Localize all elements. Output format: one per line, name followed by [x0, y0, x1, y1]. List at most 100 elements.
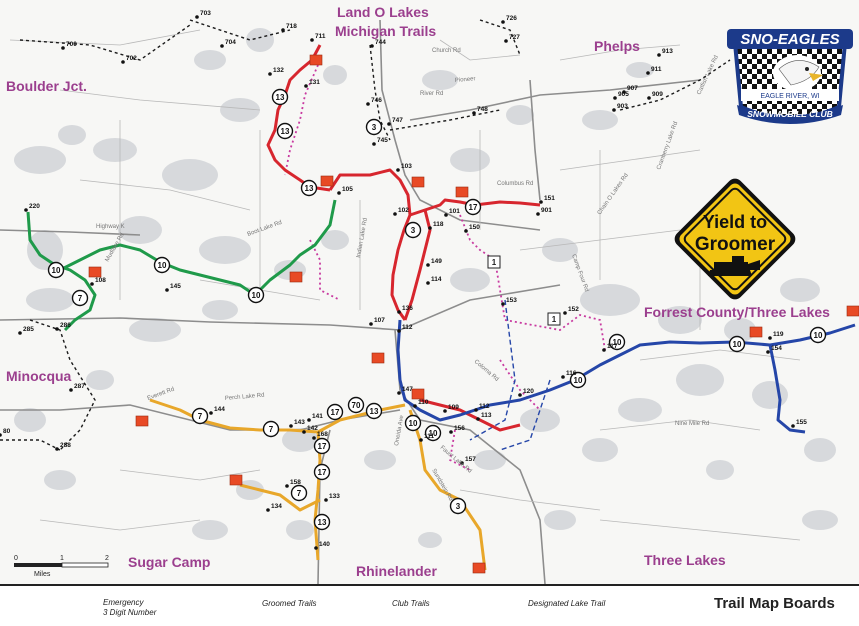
svg-text:726: 726: [506, 15, 517, 22]
svg-text:80: 80: [3, 428, 11, 435]
svg-text:112: 112: [402, 324, 413, 331]
svg-text:744: 744: [375, 39, 386, 46]
svg-text:101: 101: [449, 208, 460, 215]
groomer-icon: [708, 256, 760, 276]
trail-number-7: 7: [191, 407, 209, 425]
svg-text:7: 7: [297, 489, 302, 498]
svg-text:703: 703: [200, 10, 211, 17]
junction-112: 112: [474, 403, 490, 412]
svg-text:140: 140: [319, 541, 330, 548]
svg-text:120: 120: [523, 388, 534, 395]
svg-text:10: 10: [252, 291, 261, 300]
junction-153: 153: [501, 297, 517, 306]
svg-text:220: 220: [29, 203, 40, 210]
junction-80: 80: [0, 428, 11, 437]
junction-133: 133: [324, 493, 340, 502]
svg-text:13: 13: [276, 93, 285, 102]
svg-text:136: 136: [402, 305, 413, 312]
junction-149: 149: [426, 258, 442, 267]
svg-text:287: 287: [74, 383, 85, 390]
svg-text:17: 17: [331, 408, 340, 417]
road-label: Columbus Rd: [497, 181, 533, 187]
svg-text:10: 10: [409, 419, 418, 428]
svg-text:105: 105: [342, 186, 353, 193]
svg-text:748: 748: [477, 106, 488, 113]
junction-152: 152: [563, 306, 579, 315]
svg-text:903: 903: [617, 103, 628, 110]
junction-156: 156: [449, 425, 465, 434]
svg-text:144: 144: [214, 406, 225, 413]
legend-groomed: Groomed Trails: [262, 599, 317, 608]
scale-two: 2: [105, 555, 109, 562]
junction-145: 145: [165, 283, 181, 292]
junction-120: 120: [518, 388, 534, 397]
svg-text:155: 155: [796, 419, 807, 426]
place-phelps: Phelps: [594, 38, 640, 54]
svg-text:116: 116: [566, 370, 577, 377]
svg-text:134: 134: [271, 503, 282, 510]
junction-726: 726: [501, 15, 517, 24]
trail-number-70: 70: [347, 396, 365, 414]
trail-number-17: 17: [313, 437, 331, 455]
trail-number-10: 10: [728, 335, 746, 353]
svg-text:141: 141: [312, 413, 323, 420]
trail-number-10: 10: [47, 261, 65, 279]
junction-108: 108: [90, 277, 106, 286]
lake-trails: [469, 299, 551, 451]
svg-text:1: 1: [492, 258, 497, 267]
yield-line2: Groomer: [695, 234, 776, 255]
legend-club: Club Trails: [392, 599, 430, 608]
scale-zero: 0: [14, 555, 18, 562]
junction-913: 913: [657, 48, 673, 57]
junction-154: 154: [766, 345, 782, 354]
svg-text:711: 711: [315, 33, 326, 40]
place-three-lakes: Three Lakes: [644, 552, 726, 568]
svg-text:150: 150: [469, 224, 480, 231]
trail-number-10: 10: [424, 424, 442, 442]
junction-101: 101: [444, 208, 460, 217]
yield-line1: Yield to: [703, 212, 767, 232]
junction-151: 151: [539, 195, 555, 204]
trail-number-10: 10: [608, 333, 626, 351]
junction-117: 117: [602, 343, 618, 352]
road-label: Pioneer: [455, 76, 476, 84]
junction-747: 747: [387, 117, 403, 126]
legend-emergency-line2: 3 Digit Number: [103, 608, 157, 617]
junction-119: 119: [768, 331, 784, 340]
junction-220: 220: [24, 203, 40, 212]
junction-144: 144: [209, 406, 225, 415]
place-minocqua: Minocqua: [6, 368, 72, 384]
junction-745: 745: [372, 137, 388, 146]
junction-113: 113: [476, 412, 492, 421]
svg-text:145: 145: [170, 283, 181, 290]
junction-711: 711: [310, 33, 326, 42]
svg-text:149: 149: [431, 258, 442, 265]
svg-text:168: 168: [317, 431, 328, 438]
svg-text:108: 108: [95, 277, 106, 284]
svg-text:727: 727: [509, 34, 520, 41]
svg-text:17: 17: [318, 442, 327, 451]
junction-704: 704: [220, 39, 236, 48]
svg-text:7: 7: [198, 412, 203, 421]
badge-city: EAGLE RIVER, WI: [760, 93, 819, 100]
junction-110: 110: [413, 399, 429, 408]
junction-134: 134: [266, 503, 282, 512]
place-forrest-county: Forrest County/Three Lakes: [644, 304, 830, 320]
trail-number-10: 10: [247, 286, 265, 304]
road-label: Perch Lake Rd: [225, 393, 265, 402]
svg-text:3: 3: [372, 123, 377, 132]
svg-text:286: 286: [60, 322, 71, 329]
emergency-routes: [0, 19, 731, 451]
place-boulder-jct: Boulder Jct.: [6, 78, 87, 94]
svg-text:157: 157: [465, 456, 476, 463]
junction-744: 744: [370, 39, 386, 48]
junction-702: 702: [121, 55, 137, 64]
svg-text:102: 102: [398, 207, 409, 214]
trail-number-13: 13: [276, 122, 294, 140]
route-markers: 1 1: [487, 255, 561, 326]
junction-150: 150: [464, 224, 480, 233]
trail-number-7: 7: [71, 289, 89, 307]
svg-text:10: 10: [814, 331, 823, 340]
